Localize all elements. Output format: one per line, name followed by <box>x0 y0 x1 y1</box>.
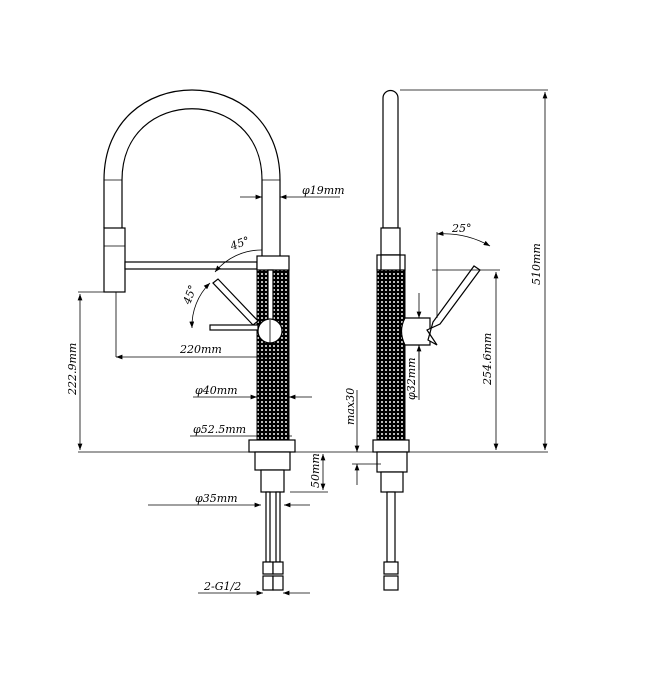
mounting-nut <box>254 451 291 471</box>
front-view <box>103 89 296 591</box>
supply-hose-left <box>265 491 271 563</box>
handle-height-label: 254.6mm <box>481 333 494 386</box>
angle-upper-label: 45° <box>228 234 252 253</box>
side-view <box>372 89 481 591</box>
side-base-flange <box>372 439 410 453</box>
handle-lever-45 <box>212 278 259 326</box>
spout-arm <box>124 261 258 270</box>
body-cap <box>256 255 290 271</box>
side-supply-hose <box>386 491 396 563</box>
angle-lower-label: 45° <box>180 283 199 307</box>
supply-hose-right <box>275 491 281 563</box>
front-dimensions: φ19mm 45° 45° 220mm 222.9mm φ40mm φ52.5m… <box>66 184 345 596</box>
side-shank <box>380 471 404 493</box>
shank-diameter-label: φ35mm <box>195 492 238 505</box>
base-diameter-label: φ52.5mm <box>193 423 246 436</box>
side-handle-hub <box>400 317 431 346</box>
shank-length-label: 50mm <box>309 453 322 488</box>
base-flange <box>248 439 296 453</box>
side-spout <box>382 89 399 229</box>
deck-thickness-label: max30 <box>344 388 357 425</box>
lever-angle-label: 25° <box>451 222 472 235</box>
body-diameter-label: φ40mm <box>195 384 238 397</box>
side-spray-head <box>380 227 401 256</box>
hose-arch-outer <box>103 89 281 256</box>
side-handle-lever <box>426 265 481 346</box>
hose-arch-inner <box>121 108 263 256</box>
spout-reach-label: 220mm <box>179 343 222 356</box>
spout-height-label: 222.9mm <box>66 343 79 396</box>
total-height-label: 510mm <box>530 243 543 285</box>
connection-label: 2-G1/2 <box>203 580 241 593</box>
shank <box>260 469 285 493</box>
side-nut <box>376 451 408 473</box>
side-dimensions: 25° 510mm 254.6mm φ32mm max30 <box>344 89 548 485</box>
hose-slot <box>267 269 274 321</box>
handle-diameter-label: φ32mm <box>405 357 418 400</box>
handle-lever-horizontal <box>209 324 259 331</box>
side-knurled-body <box>376 269 406 441</box>
hose-diameter-label: φ19mm <box>302 184 345 197</box>
spray-head <box>103 227 126 293</box>
